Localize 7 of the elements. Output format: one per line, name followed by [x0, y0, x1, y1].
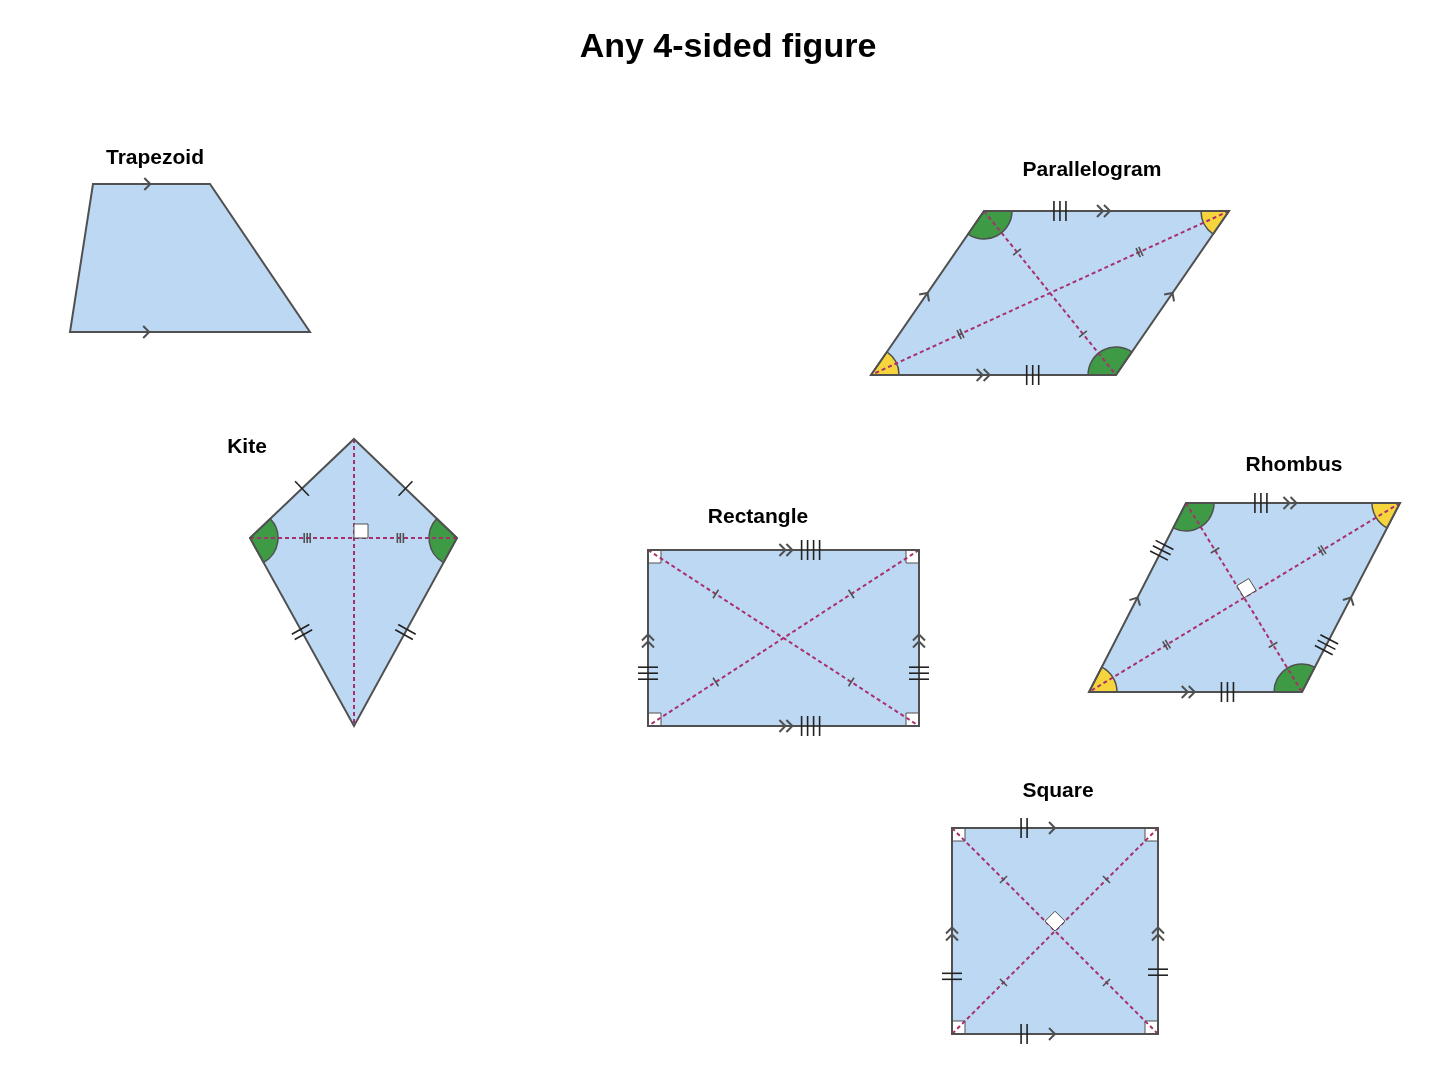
shape-name-label: Rectangle	[707, 504, 809, 528]
shape-name-label: Square	[1022, 778, 1094, 802]
shape-name-label: Rhombus	[1245, 452, 1343, 476]
shape-name-label: Parallelogram	[1022, 157, 1162, 181]
diagram-title: Any 4-sided figure	[578, 26, 878, 65]
shape-name-label: Kite	[227, 434, 267, 458]
shape-name-label: Trapezoid	[106, 145, 204, 169]
